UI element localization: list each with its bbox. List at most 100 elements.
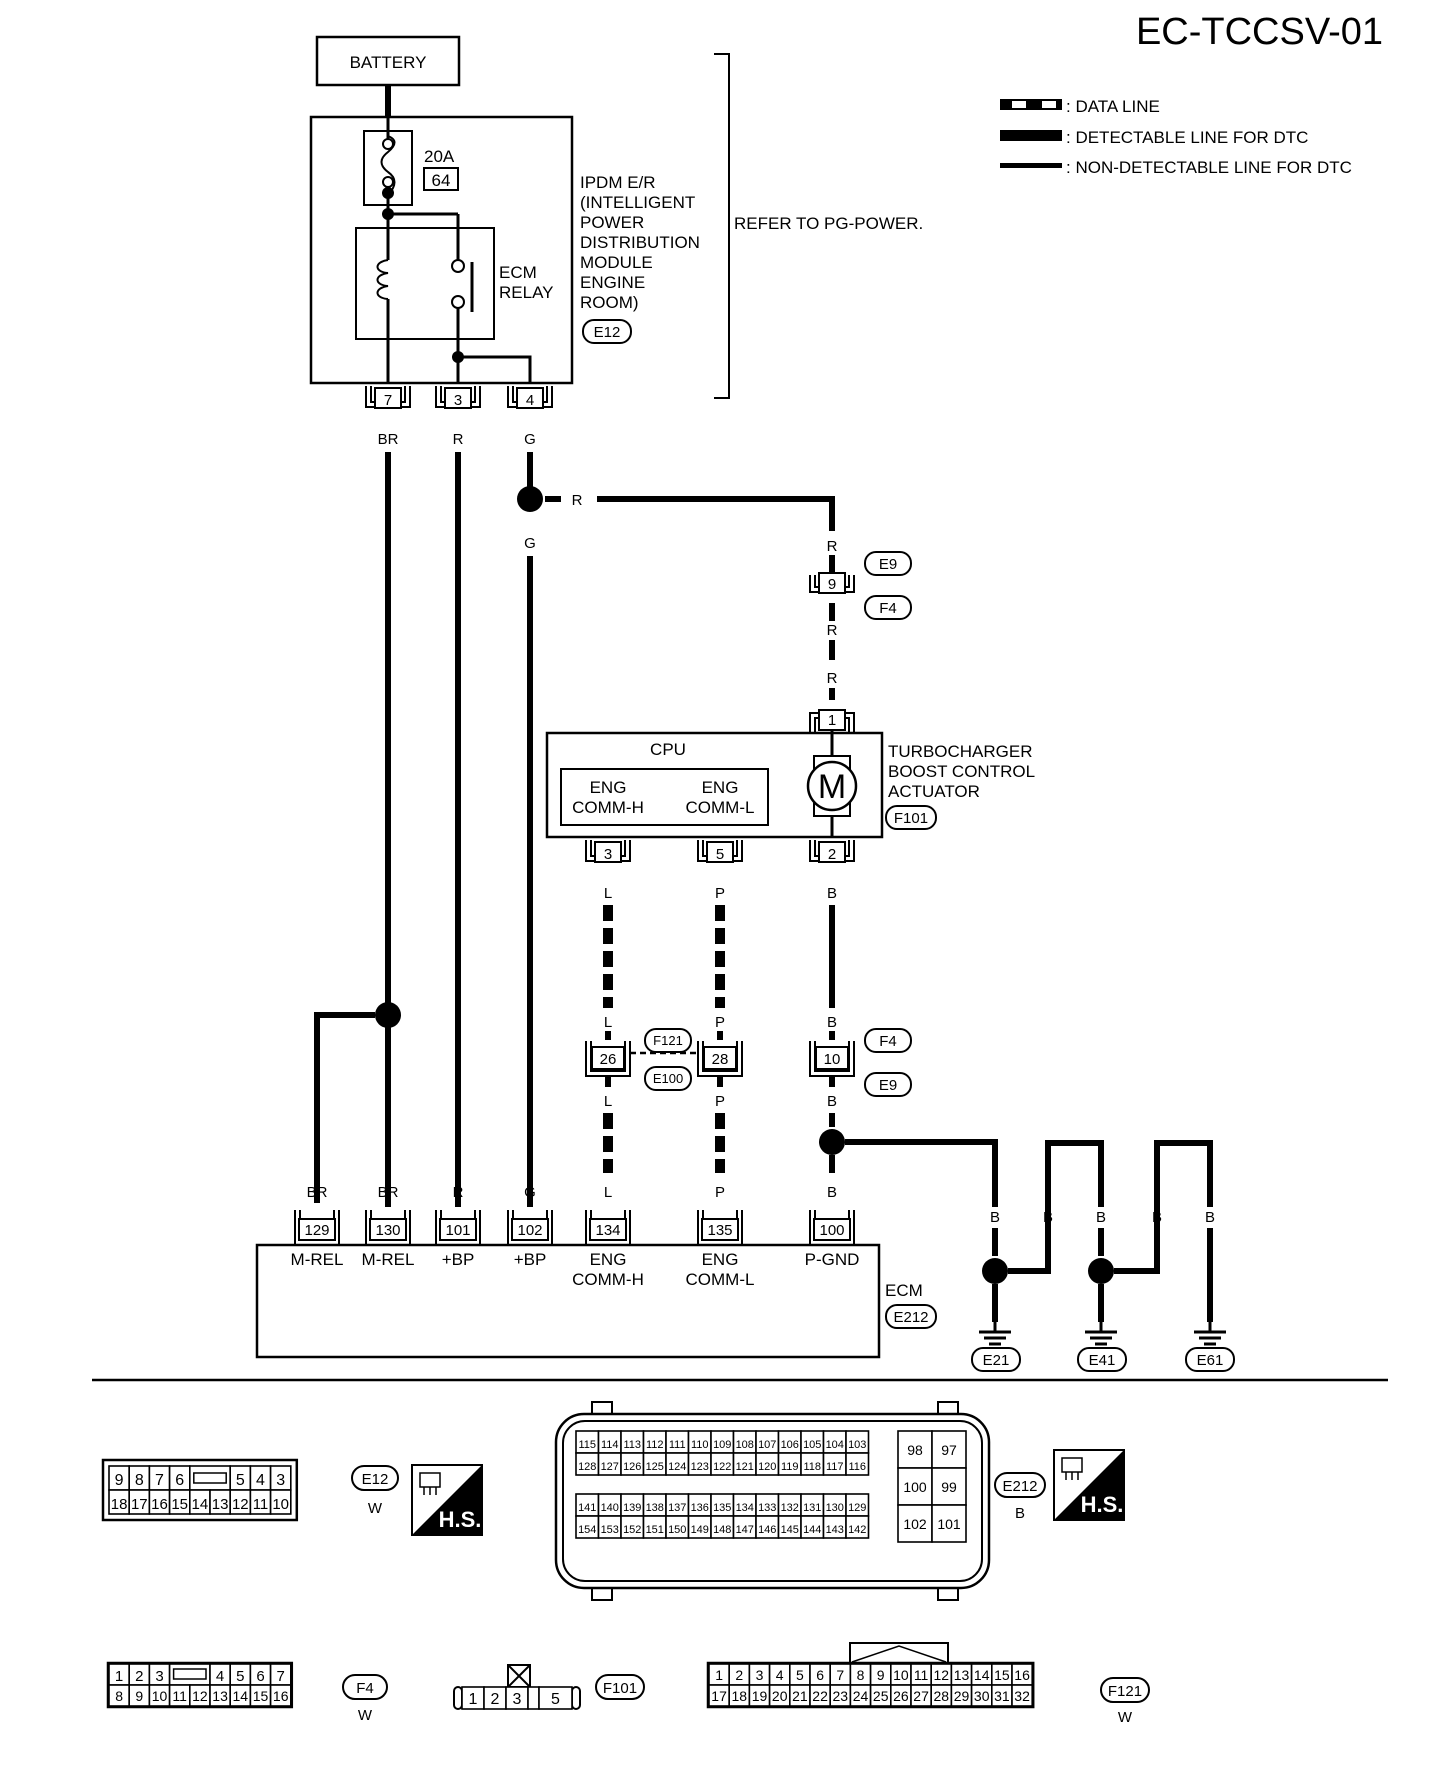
connector-pin: 6 bbox=[256, 1668, 264, 1685]
connector-pin: 24 bbox=[853, 1688, 869, 1704]
svg-text:P: P bbox=[715, 1014, 725, 1031]
svg-text:P: P bbox=[715, 1093, 725, 1110]
connector-pin: 110 bbox=[691, 1439, 709, 1451]
connector-pin: 5 bbox=[796, 1667, 804, 1683]
svg-text:L: L bbox=[604, 885, 612, 902]
connector-pin: 151 bbox=[646, 1524, 664, 1536]
connector-pin: 140 bbox=[601, 1502, 619, 1514]
connector-pin: 98 bbox=[907, 1442, 923, 1458]
connector-pin: 4 bbox=[256, 1472, 265, 1489]
actuator-top-color: R bbox=[827, 670, 838, 687]
connector-pin: 131 bbox=[803, 1502, 821, 1514]
ground-e61: E61 bbox=[1197, 1352, 1224, 1369]
connector-pin: 109 bbox=[713, 1439, 731, 1451]
ipdm-line-2: (INTELLIGENT bbox=[580, 193, 695, 212]
connector-pin: 102 bbox=[903, 1516, 927, 1532]
svg-text:26: 26 bbox=[600, 1051, 617, 1068]
ground-color-2: B bbox=[1043, 1209, 1053, 1226]
connector-f4-color: W bbox=[358, 1707, 373, 1724]
connector-pin: 114 bbox=[601, 1439, 619, 1451]
connector-f101-id: F101 bbox=[603, 1680, 637, 1697]
motor-icon bbox=[806, 760, 858, 812]
legend: : DATA LINE : DETECTABLE LINE FOR DTC : … bbox=[1000, 97, 1352, 177]
ground-e21: E21 bbox=[983, 1352, 1010, 1369]
actuator-connector: F101 bbox=[894, 810, 928, 827]
svg-text:1: 1 bbox=[828, 712, 836, 729]
ecm-pin-label: +BP bbox=[442, 1250, 475, 1269]
connector-pin: 8 bbox=[857, 1667, 865, 1683]
connector-pin: 18 bbox=[732, 1688, 748, 1704]
svg-text:R: R bbox=[827, 538, 838, 555]
joint-e9-f4-upper: R 9 E9 F4 R bbox=[809, 538, 912, 639]
connector-pin: 2 bbox=[735, 1667, 743, 1683]
connector-e212-id: E212 bbox=[1002, 1478, 1037, 1495]
connector-pin: 14 bbox=[974, 1667, 990, 1683]
connector-pin: 14 bbox=[233, 1688, 249, 1704]
connector-pin: 153 bbox=[601, 1524, 619, 1536]
eng-comm-l-1: ENG bbox=[702, 778, 739, 797]
ipdm-line-3: POWER bbox=[580, 213, 644, 232]
mid-joint-26: L 26 L bbox=[585, 1014, 631, 1110]
connector-pin: 124 bbox=[668, 1461, 686, 1473]
actuator-name-3: ACTUATOR bbox=[888, 782, 980, 801]
svg-text:B: B bbox=[827, 1014, 837, 1031]
connector-pin: 16 bbox=[151, 1496, 168, 1513]
ecm-pin-color: L bbox=[604, 1184, 612, 1201]
connector-pin: 134 bbox=[736, 1502, 754, 1514]
svg-text:2: 2 bbox=[828, 846, 836, 863]
actuator-name-2: BOOST CONTROL bbox=[888, 762, 1035, 781]
hs-icon-e12: H.S. bbox=[411, 1464, 483, 1536]
connector-pin: 8 bbox=[135, 1472, 144, 1489]
ipdm-connector: E12 bbox=[594, 324, 621, 341]
ecm-pin-color: BR bbox=[307, 1184, 328, 1201]
connector-pin: 13 bbox=[954, 1667, 970, 1683]
connector-pin: 20 bbox=[772, 1688, 788, 1704]
connector-pin: 4 bbox=[776, 1667, 784, 1683]
connector-pin: 30 bbox=[974, 1688, 990, 1704]
ecm-pin-color: R bbox=[453, 1184, 464, 1201]
connector-pin: 29 bbox=[954, 1688, 970, 1704]
connector-pin: 111 bbox=[669, 1439, 686, 1451]
actuator-pin-5: 5 P bbox=[697, 839, 743, 902]
ground-color-3: B bbox=[1096, 1209, 1106, 1226]
connector-pin: 12 bbox=[192, 1688, 208, 1704]
connector-pin: 9 bbox=[877, 1667, 885, 1683]
connector-pin: 126 bbox=[623, 1461, 641, 1473]
legend-non-detectable-swatch bbox=[1000, 163, 1062, 168]
ecm-pin-label: ENG bbox=[590, 1250, 627, 1269]
connector-e12-id: E12 bbox=[362, 1471, 389, 1488]
svg-text:9: 9 bbox=[828, 576, 836, 593]
ecm-pin-number: 135 bbox=[707, 1222, 732, 1239]
ecm-pin-number: 134 bbox=[595, 1222, 620, 1239]
connector-pin: 122 bbox=[713, 1461, 731, 1473]
connector-pin: 2 bbox=[135, 1668, 143, 1685]
connector-pin: 5 bbox=[551, 1691, 560, 1708]
connector-pin: 106 bbox=[781, 1439, 799, 1451]
connector-pin: 6 bbox=[816, 1667, 824, 1683]
connector-pin: 142 bbox=[848, 1524, 866, 1536]
svg-text:7: 7 bbox=[384, 392, 392, 409]
cpu-label: CPU bbox=[650, 740, 686, 759]
connector-pin: 10 bbox=[272, 1496, 289, 1513]
actuator-pin-2: 2 B bbox=[809, 839, 855, 902]
connector-pin: 100 bbox=[903, 1479, 927, 1495]
svg-text:R: R bbox=[827, 622, 838, 639]
wire-color-br: BR bbox=[378, 431, 399, 448]
ipdm-line-6: ENGINE bbox=[580, 273, 645, 292]
ipdm-pin-7: 7 BR bbox=[365, 385, 411, 448]
connector-pin: 4 bbox=[216, 1668, 224, 1685]
ecm-pin-color: P bbox=[715, 1184, 725, 1201]
legend-data-line: : DATA LINE bbox=[1066, 97, 1160, 116]
conn-f4-upper: F4 bbox=[879, 600, 897, 617]
ipdm-pin-4: 4 G bbox=[507, 385, 553, 448]
conn-f4-mid: F4 bbox=[879, 1033, 897, 1050]
connector-pin: 135 bbox=[713, 1502, 731, 1514]
legend-data-line-swatch bbox=[1000, 99, 1062, 110]
